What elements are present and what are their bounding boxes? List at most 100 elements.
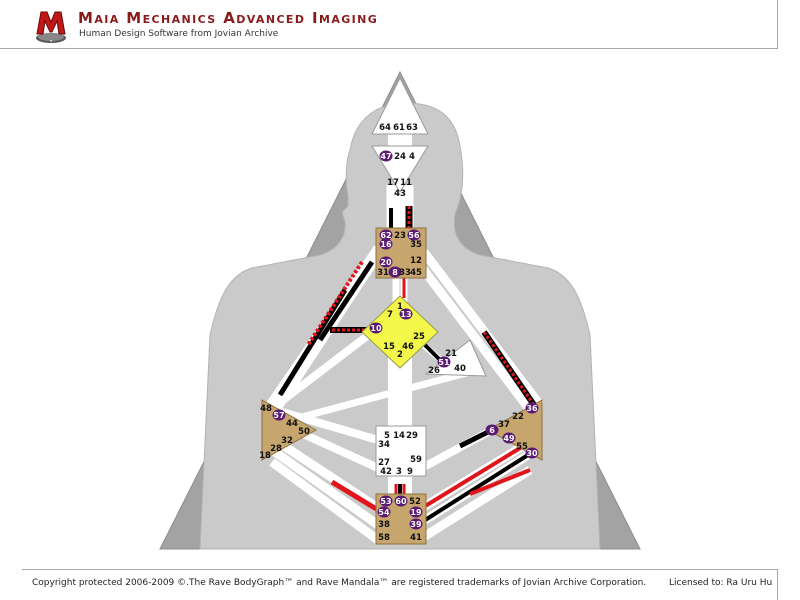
gate-number: 45 <box>410 268 422 278</box>
gate-4: 4 <box>409 152 415 162</box>
gate-63: 63 <box>406 123 418 133</box>
gate-number: 48 <box>260 404 272 414</box>
gate-number: 12 <box>410 256 422 266</box>
gate-29: 29 <box>406 431 418 441</box>
gate-number: 53 <box>380 497 391 506</box>
gate-number: 14 <box>393 431 405 441</box>
gate-number: 47 <box>380 152 391 161</box>
gate-number: 40 <box>454 364 466 374</box>
gate-number: 56 <box>408 231 420 240</box>
gate-53-activated: 53 <box>379 495 393 507</box>
copyright-notice: Copyright protected 2006-2009 ©.The Rave… <box>32 578 647 588</box>
gate-number: 46 <box>402 342 414 352</box>
gate-56-activated: 56 <box>407 229 421 241</box>
gate-number: 23 <box>394 231 406 241</box>
gate-number: 7 <box>387 310 393 320</box>
gate-number: 41 <box>410 533 422 543</box>
gate-60-activated: 60 <box>394 495 408 507</box>
gate-activation-badge <box>525 447 539 459</box>
gate-33: 33 <box>399 268 411 278</box>
gate-number: 1 <box>397 302 403 312</box>
header-divider-vertical <box>777 0 778 49</box>
ego-center <box>424 339 487 377</box>
gate-number: 8 <box>392 268 398 277</box>
gate-activation-badge <box>377 506 391 518</box>
gate-number: 5 <box>384 431 390 441</box>
gate-number: 60 <box>395 497 407 506</box>
gate-number: 62 <box>380 231 391 240</box>
gate-32: 32 <box>281 436 293 446</box>
gate-41: 41 <box>410 533 422 543</box>
gate-5: 5 <box>384 431 390 441</box>
gate-activation-badge <box>379 256 393 268</box>
gate-number: 22 <box>512 412 524 422</box>
gate-62-activated: 62 <box>379 229 393 241</box>
gate-13-activated: 13 <box>399 308 413 320</box>
gate-27: 27 <box>378 458 390 468</box>
gate-activation-badge <box>379 150 393 162</box>
gate-number: 64 <box>379 123 391 133</box>
gate-12: 12 <box>410 256 422 266</box>
gate-number: 9 <box>407 467 413 477</box>
gate-21: 21 <box>445 349 457 359</box>
gate-number: 21 <box>445 349 457 359</box>
gate-number: 3 <box>396 467 402 477</box>
gate-number: 63 <box>406 123 418 133</box>
gate-18: 18 <box>259 451 271 461</box>
footer-divider <box>22 569 778 570</box>
gate-number: 49 <box>503 434 515 443</box>
gate-14: 14 <box>393 431 405 441</box>
gate-number: 42 <box>380 467 392 477</box>
gate-number: 20 <box>380 258 392 267</box>
gate-number: 17 <box>387 178 399 188</box>
gate-15: 15 <box>383 342 395 352</box>
head-center <box>371 76 429 135</box>
gate-34: 34 <box>378 440 390 450</box>
gate-42: 42 <box>380 467 392 477</box>
gate-number: 35 <box>410 240 422 250</box>
gate-number: 15 <box>383 342 395 352</box>
gate-40: 40 <box>454 364 466 374</box>
gate-9: 9 <box>407 467 413 477</box>
gate-number: 58 <box>378 533 390 543</box>
centers <box>261 76 543 545</box>
gate-26: 26 <box>428 366 440 376</box>
app-title: Maia Mechanics Advanced Imaging <box>78 9 379 27</box>
gate-activation-badge <box>399 308 413 320</box>
gate-number: 31 <box>377 268 389 278</box>
gate-number: 28 <box>270 444 282 454</box>
gate-number: 34 <box>378 440 390 450</box>
solar-plexus-center <box>486 399 543 461</box>
gate-3: 3 <box>396 467 402 477</box>
gate-30-activated: 30 <box>525 447 539 459</box>
gate-61: 61 <box>393 123 405 133</box>
gate-7: 7 <box>387 310 393 320</box>
logo-letter: M <box>50 39 53 43</box>
gate-35: 35 <box>410 240 422 250</box>
gate-52: 52 <box>409 497 421 507</box>
gate-6-activated: 6 <box>485 424 499 436</box>
gate-number: 38 <box>378 520 390 530</box>
gate-number: 18 <box>259 451 271 461</box>
gate-number: 37 <box>498 420 510 430</box>
maia-logo-icon: M <box>36 11 66 43</box>
gate-64: 64 <box>379 123 391 133</box>
gate-number: 13 <box>400 310 411 319</box>
gate-28: 28 <box>270 444 282 454</box>
gate-50: 50 <box>298 427 310 437</box>
gate-number: 25 <box>413 332 425 342</box>
gate-number: 52 <box>409 497 421 507</box>
gate-47-activated: 47 <box>379 150 393 162</box>
gate-activation-badge <box>409 518 423 530</box>
gate-46: 46 <box>402 342 414 352</box>
gate-activation-badge <box>409 506 423 518</box>
gate-57-activated: 57 <box>272 409 286 421</box>
gate-number: 10 <box>370 324 382 333</box>
app-header: M Maia Mechanics Advanced Imaging Human … <box>0 0 800 48</box>
gate-number: 26 <box>428 366 440 376</box>
gate-22: 22 <box>512 412 524 422</box>
gate-activation-badge <box>272 409 286 421</box>
license-info: Licensed to: Ra Uru Hu <box>669 578 773 588</box>
gate-number: 11 <box>400 178 412 188</box>
gate-activation-badge <box>369 322 383 334</box>
